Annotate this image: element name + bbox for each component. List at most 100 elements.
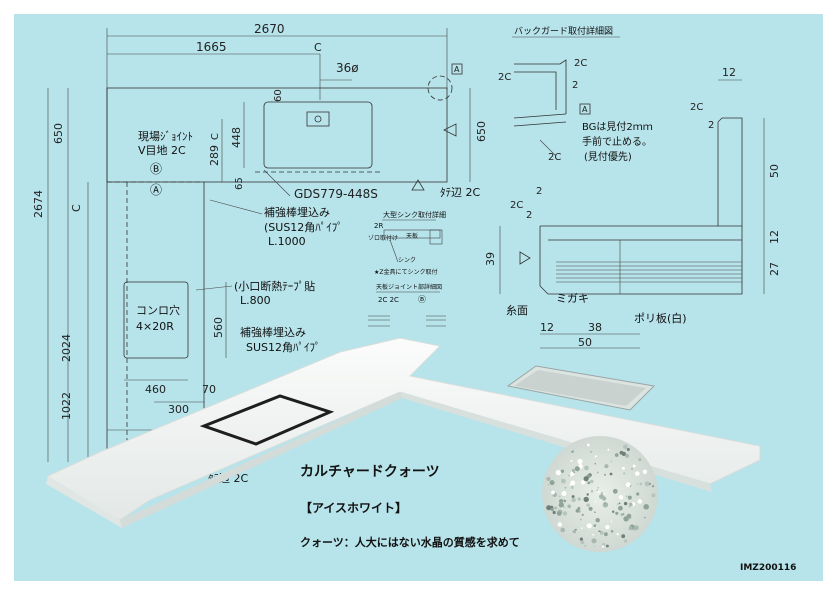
stone-speckle (609, 472, 613, 476)
stone-speckle (601, 496, 607, 501)
sec-2c-left: 2C (510, 200, 523, 211)
product-name: カルチャードクォーツ (300, 464, 440, 480)
bg-note-3: (見付優先) (584, 150, 632, 163)
stone-speckle (571, 495, 575, 499)
stone-speckle (558, 502, 564, 508)
stone-speckle (637, 499, 643, 504)
stone-speckle (586, 481, 589, 484)
joint-label-1: 現場ｼﾞｮｲﾝﾄ (138, 130, 193, 143)
dim-560: 560 (212, 317, 225, 338)
dim-448: 448 (230, 127, 243, 148)
label-note: ★Z金具にてシンク取付 (374, 268, 438, 276)
label-poly: ポリ板(白) (634, 311, 687, 325)
stone-speckle (606, 544, 609, 548)
stone-speckle (563, 506, 565, 509)
stone-speckle (567, 504, 571, 509)
stone-speckle (610, 520, 613, 523)
label-zoro: ゾロ取付け (368, 234, 398, 242)
stone-speckle (580, 540, 585, 545)
dim-289: 289 (208, 145, 221, 166)
stone-speckle (586, 503, 590, 507)
stone-speckle (596, 489, 598, 491)
stone-speckle (615, 511, 619, 515)
stone-speckle (550, 507, 554, 512)
stone-speckle (577, 458, 583, 465)
stone-speckle (594, 463, 596, 465)
stone-speckle (570, 480, 576, 486)
stone-speckle (622, 466, 625, 470)
stone-speckle (604, 532, 608, 537)
stone-speckle (590, 489, 594, 493)
stone-speckle (589, 450, 593, 453)
backguard-detail: バックガード取付詳細図 2C 2C 2 2C A BGは見付2ｍｍ 手前で止める… (498, 25, 653, 163)
stone-speckle (555, 470, 561, 476)
sec-dim-12-bottom: 12 (540, 321, 554, 334)
reinforce-spec-2: SUS12角ﾊﾟｲﾌﾟ (246, 341, 321, 354)
stone-speckle (597, 490, 600, 493)
stone-speckle (586, 523, 592, 529)
sec-2-a: 2 (708, 120, 714, 131)
stone-speckle (570, 486, 574, 489)
stone-speckle (623, 501, 628, 506)
dim-left-width: 1665 (196, 40, 227, 54)
stone-speckle (618, 495, 624, 500)
stone-speckle (627, 495, 632, 500)
stone-speckle (570, 459, 573, 462)
sec-dim-50-right: 50 (768, 164, 781, 178)
plan-view: 2670 1665 C 36ø 60 448 289 C 65 650 A GD… (32, 22, 488, 487)
stone-speckle (600, 492, 604, 495)
stone-speckle (651, 493, 656, 498)
stone-speckle (625, 454, 629, 458)
reinforce-spec-1: (SUS12角ﾊﾟｲﾌﾟ (264, 221, 343, 234)
stone-speckle (547, 484, 550, 486)
sec-2-c: 2 (526, 210, 532, 221)
sink-detail: 大型シンク取付詳細 2R ゾロ取付け 天板 シンク ★Z金具にてシンク取付 天板… (368, 210, 446, 327)
stone-speckle (631, 468, 633, 470)
center-mark: C (314, 41, 322, 54)
sec-dim-27: 27 (768, 262, 781, 276)
stone-speckle (561, 507, 564, 509)
product-code: IMZ200116 (740, 563, 796, 573)
stone-speckle (610, 530, 614, 533)
label-2r: 2R (374, 222, 383, 230)
stone-speckle (598, 530, 600, 532)
stone-speckle (591, 538, 597, 544)
bg-note-2: 手前で止める。 (582, 135, 652, 148)
bg-2c-2: 2C (574, 58, 587, 69)
dim-2674: 2674 (32, 190, 45, 218)
joint-label-2: V目地 2C (138, 144, 186, 157)
dim-460: 460 (145, 383, 166, 396)
stone-speckle (618, 505, 623, 511)
stone-speckle (599, 530, 602, 533)
stone-speckle (621, 534, 626, 539)
dim-300: 300 (168, 403, 189, 416)
reinforce-label-1: 補強棒埋込み (264, 205, 330, 219)
stone-speckle (651, 485, 655, 488)
stone-speckle (568, 474, 570, 477)
stone-speckle (580, 518, 582, 521)
stone-speckle (628, 505, 631, 508)
label-itomen: 糸面 (506, 304, 528, 317)
stone-speckle (623, 444, 628, 450)
stone-speckle (625, 495, 628, 498)
backguard-title: バックガード取付詳細図 (514, 25, 613, 37)
sink-model: GDS779-448S (294, 187, 378, 201)
stone-speckle (624, 539, 628, 543)
stone-speckles (546, 443, 656, 548)
sink-detail-title: 大型シンク取付詳細 (383, 210, 446, 219)
dim-total-width: 2670 (254, 22, 285, 36)
stone-speckle (614, 453, 619, 457)
stone-speckle (604, 502, 606, 504)
stone-speckle (571, 468, 576, 473)
sec-dim-12-right: 12 (768, 230, 781, 244)
stone-speckle (620, 513, 624, 517)
bg-2: 2 (572, 80, 578, 91)
box-a-top: A (454, 65, 460, 74)
stone-speckle (572, 529, 577, 534)
stone-speckle (562, 511, 568, 516)
dim-60: 60 (273, 89, 284, 102)
bg-note-1: BGは見付2ｍｍ (582, 120, 653, 133)
stone-speckle (597, 486, 600, 489)
stone-speckle (636, 483, 639, 485)
stone-speckle (594, 455, 597, 458)
